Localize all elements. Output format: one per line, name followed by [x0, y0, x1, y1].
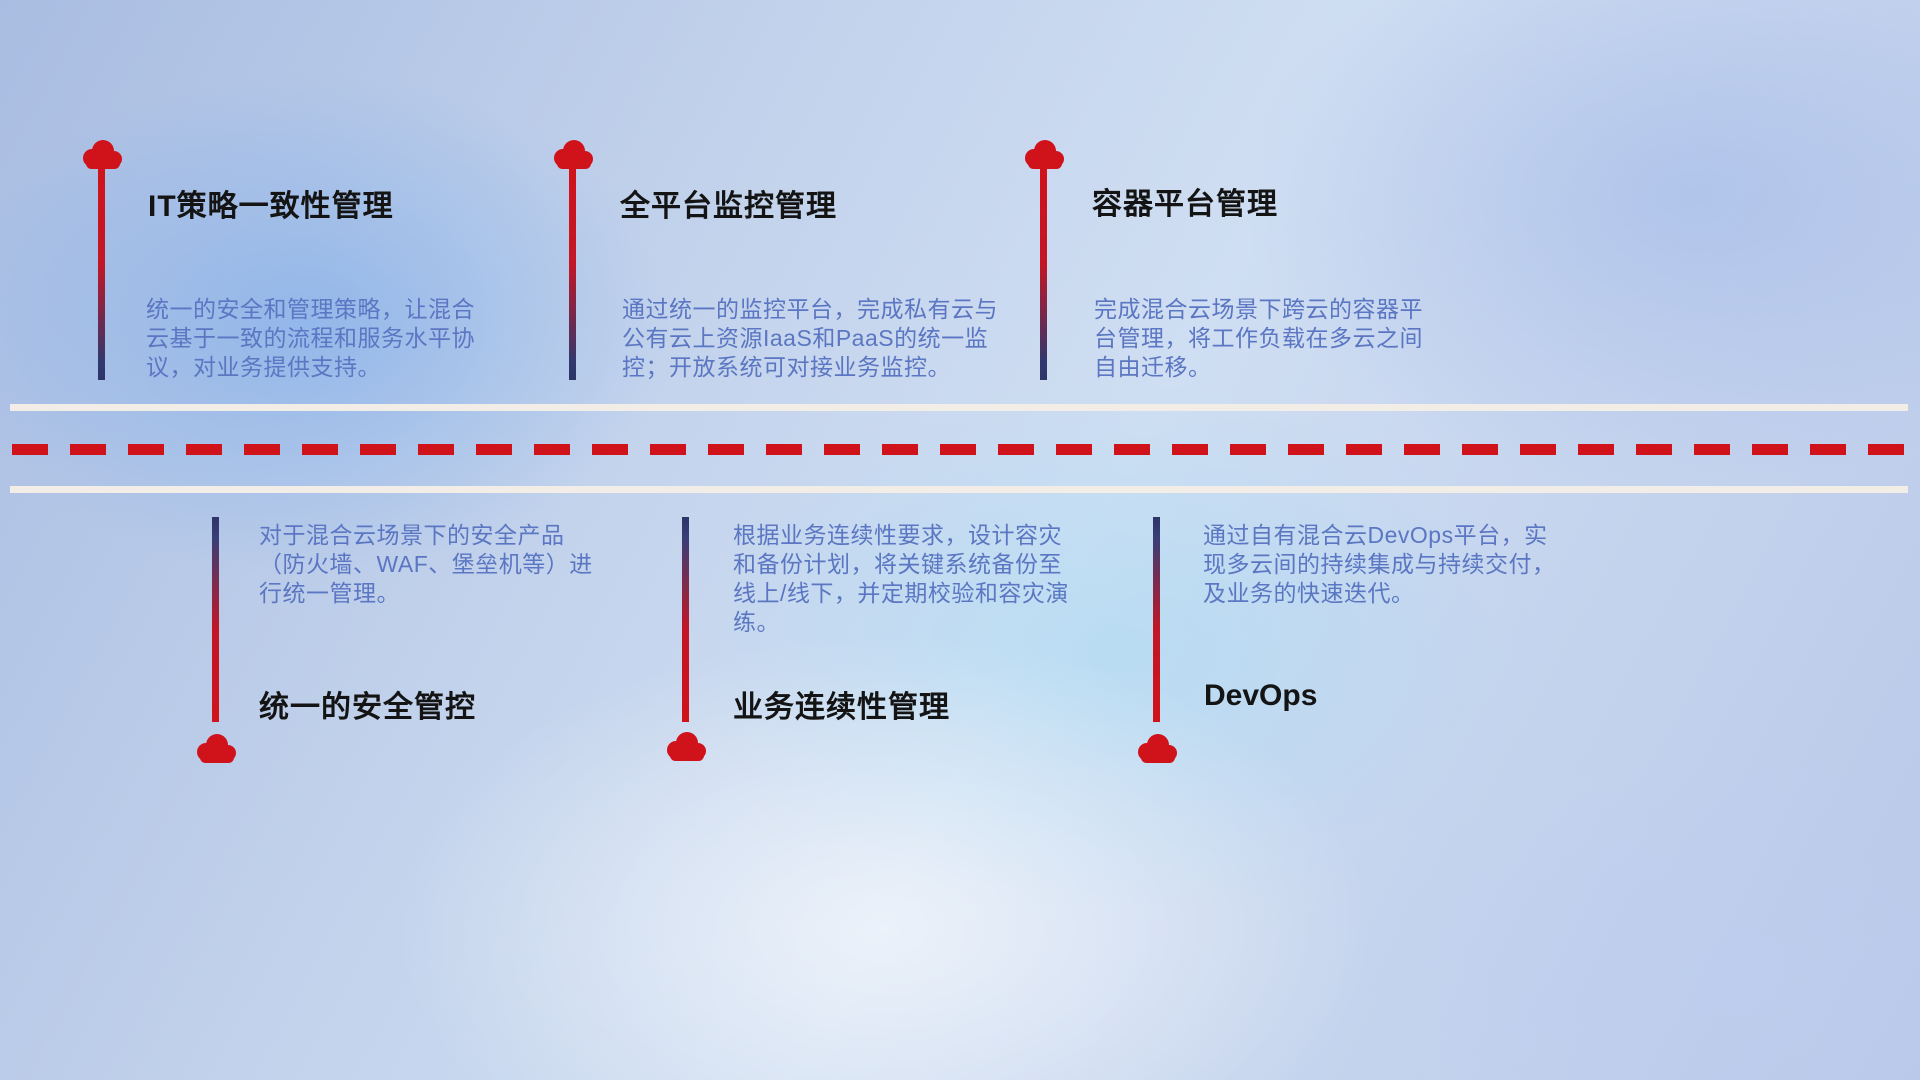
item-description: 根据业务连续性要求，设计容灾和备份计划，将关键系统备份至线上/线下，并定期校验和… — [733, 522, 1069, 635]
cloud-icon — [667, 732, 706, 761]
connector-line — [1040, 168, 1047, 380]
item-title: IT策略一致性管理 — [148, 190, 394, 223]
item-title: 全平台监控管理 — [620, 190, 837, 223]
cloud-icon — [197, 734, 236, 763]
item-description: 通过自有混合云DevOps平台，实现多云间的持续集成与持续交付，及业务的快速迭代… — [1203, 522, 1556, 606]
item-description: 完成混合云场景下跨云的容器平台管理，将工作负载在多云之间自由迁移。 — [1094, 296, 1423, 380]
connector-line — [1153, 517, 1160, 722]
road-dashed-center-line — [12, 444, 1908, 455]
item-description: 对于混合云场景下的安全产品（防火墙、WAF、堡垒机等）进行统一管理。 — [259, 522, 593, 606]
item-title: 业务连续性管理 — [733, 691, 950, 724]
connector-line — [682, 517, 689, 722]
cloud-icon — [1138, 734, 1177, 763]
connector-line — [569, 168, 576, 380]
connector-line — [98, 168, 105, 380]
item-title: 容器平台管理 — [1092, 188, 1278, 221]
item-description: 通过统一的监控平台，完成私有云与公有云上资源IaaS和PaaS的统一监控；开放系… — [622, 296, 998, 380]
road-bottom-line — [10, 486, 1908, 493]
road-top-line — [10, 404, 1908, 411]
cloud-icon — [83, 140, 122, 169]
item-description: 统一的安全和管理策略，让混合云基于一致的流程和服务水平协议，对业务提供支持。 — [146, 296, 475, 380]
item-title: 统一的安全管控 — [259, 691, 476, 724]
cloud-icon — [1025, 140, 1064, 169]
cloud-icon — [554, 140, 593, 169]
connector-line — [212, 517, 219, 722]
item-title: DevOps — [1204, 679, 1318, 712]
